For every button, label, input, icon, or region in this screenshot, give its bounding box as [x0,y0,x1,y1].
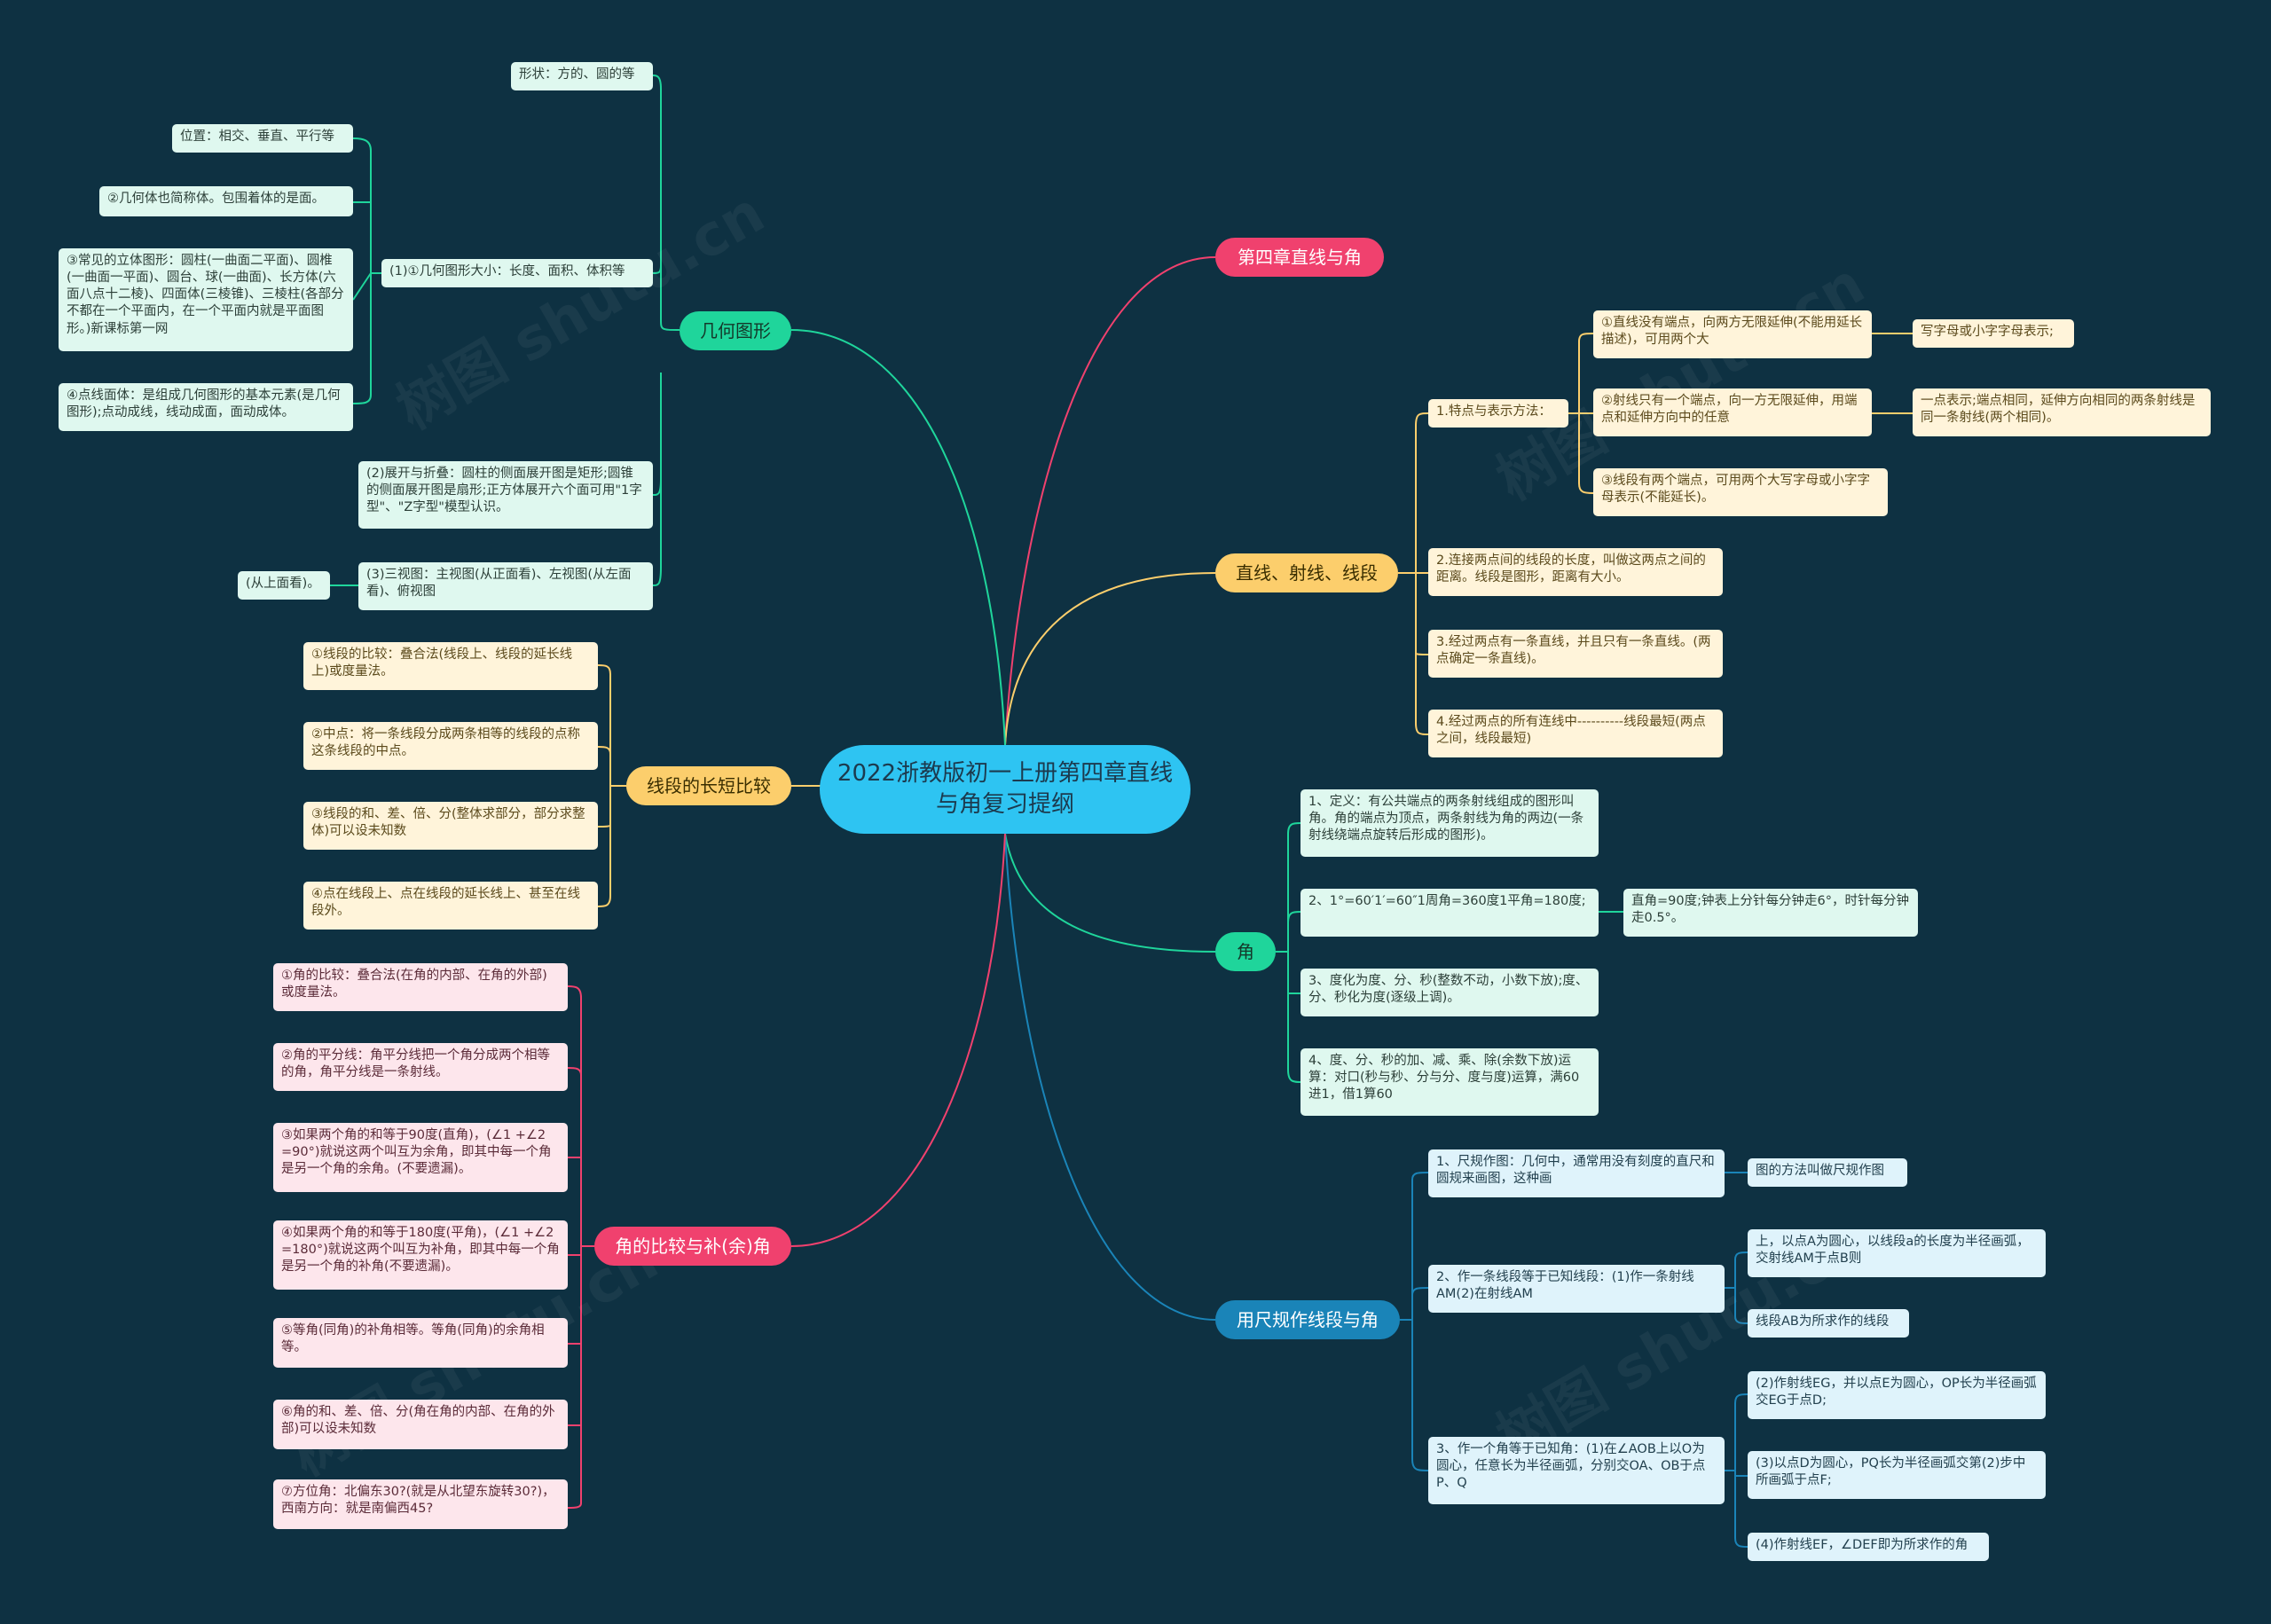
angle-definition[interactable]: 1、定义：有公共端点的两条射线组成的图形叫角。角的端点为顶点，两条射线为角的两边… [1301,789,1599,857]
ruler-seg-step2[interactable]: 线段AB为所求作的线段 [1748,1309,1909,1338]
edge-angle-children [1276,822,1301,1083]
anglecmp-complement[interactable]: ③如果两个角的和等于90度(直角)，(∠1 +∠2 =90°)就说这两个叫互为余… [273,1123,568,1192]
lines-shortest[interactable]: 4.经过两点的所有连线中----------线段最短(两点之间，线段最短) [1428,710,1723,757]
edge-geometry-children [652,75,680,586]
anglecmp-compare[interactable]: ①角的比较：叠合法(在角的内部、在角的外部)或度量法。 [273,963,568,1011]
lines-segment[interactable]: ③线段有两个端点，可用两个大写字母或小字字母表示(不能延长)。 [1593,468,1888,516]
anglecmp-bisector[interactable]: ②角的平分线：角平分线把一个角分成两个相等的角，角平分线是一条射线。 [273,1043,568,1091]
edge-features-children [1568,333,1594,494]
ruler-ang-step4[interactable]: (4)作射线EF，∠DEF即为所求作的角 [1748,1533,1989,1561]
edge-copyang-steps [1725,1393,1748,1548]
anglecmp-equal[interactable]: ⑤等角(同角)的补角相等。等角(同角)的余角相等。 [273,1318,568,1368]
edge-copyseg-steps [1725,1251,1748,1324]
lines-two-points[interactable]: 3.经过两点有一条直线，并且只有一条直线。(两点确定一条直线)。 [1428,630,1723,678]
edge-ruler-children [1400,1172,1429,1471]
geometry-point-line[interactable]: ④点线面体：是组成几何图形的基本元素(是几何图形);点动成线，线动成面，面动成体… [59,383,353,431]
lines-line[interactable]: ①直线没有端点，向两方无限延伸(不能用延长描述)，可用两个大 [1593,310,1872,358]
geometry-unfold[interactable]: (2)展开与折叠：圆柱的侧面展开图是矩形;圆锥的侧面展开图是扇形;正方体展开六个… [358,461,653,529]
edge-center-ruler [1004,833,1216,1321]
segment-midpoint[interactable]: ②中点：将一条线段分成两条相等的线段的点称这条线段的中点。 [303,722,598,770]
anglecmp-bearing[interactable]: ⑦方位角：北偏东30?(就是从北望东旋转30?)，西南方向：就是南偏西45? [273,1479,568,1529]
edge-lines-children [1398,412,1429,735]
anglecmp-operations[interactable]: ⑥角的和、差、倍、分(角在角的内部、在角的外部)可以设未知数 [273,1400,568,1449]
ruler-seg-step1[interactable]: 上，以点A为圆心，以线段a的长度为半径画弧，交射线AM于点B则 [1748,1229,2046,1277]
lines-ray[interactable]: ②射线只有一个端点，向一方无限延伸，用端点和延伸方向中的任意 [1593,388,1872,436]
lines-features[interactable]: 1.特点与表示方法： [1428,399,1568,428]
segment-compare-method[interactable]: ①线段的比较：叠合法(线段上、线段的延长线上)或度量法。 [303,642,598,690]
branch-angle-compare[interactable]: 角的比较与补(余)角 [594,1227,791,1266]
ruler-drawing[interactable]: 1、尺规作图：几何中，通常用没有刻度的直尺和圆规来画图，这种画 [1428,1149,1725,1197]
geometry-top-view[interactable]: (从上面看)。 [238,571,330,600]
ruler-ang-step2[interactable]: (2)作射线EG，并以点E为圆心，OP长为半径画弧交EG于点D; [1748,1371,2046,1419]
edge-center-anglecmp [790,833,1006,1247]
edge-anglecmp-children [567,985,594,1509]
branch-lines[interactable]: 直线、射线、线段 [1215,553,1398,592]
edge-center-geometry [790,329,1006,746]
angle-arithmetic[interactable]: 4、度、分、秒的加、减、乘、除(余数下放)运算：对口(秒与秒、分与分、度与度)运… [1301,1048,1599,1116]
branch-ruler[interactable]: 用尺规作线段与角 [1215,1300,1400,1339]
branch-chapter[interactable]: 第四章直线与角 [1215,238,1384,277]
anglecmp-supplement[interactable]: ④如果两个角的和等于180度(平角)，(∠1 +∠2 =180°)就说这两个叫互… [273,1220,568,1290]
ruler-copy-segment[interactable]: 2、作一条线段等于已知线段：(1)作一条射线AM(2)在射线AM [1428,1265,1725,1313]
geometry-views[interactable]: (3)三视图：主视图(从正面看)、左视图(从左面看)、俯视图 [358,562,653,610]
angle-clock[interactable]: 直角=90度;钟表上分针每分钟走6°，时针每分钟走0.5°。 [1623,889,1918,937]
edge-center-chapter [1004,256,1216,746]
lines-ray-note[interactable]: 一点表示;端点相同，延伸方向相同的两条射线是同一条射线(两个相同)。 [1913,388,2211,436]
angle-conversion[interactable]: 3、度化为度、分、秒(整数不动，小数下放);度、分、秒化为度(逐级上调)。 [1301,969,1599,1016]
segment-operations[interactable]: ③线段的和、差、倍、分(整体求部分，部分求整体)可以设未知数 [303,802,598,850]
ruler-copy-angle[interactable]: 3、作一个角等于已知角：(1)在∠AOB上以O为圆心，任意长为半径画弧，分别交O… [1428,1437,1725,1504]
geometry-position[interactable]: 位置：相交、垂直、平行等 [172,124,353,153]
branch-segment-compare[interactable]: 线段的长短比较 [626,766,791,805]
geometry-size[interactable]: (1)①几何图形大小：长度、面积、体积等 [381,259,653,287]
lines-distance[interactable]: 2.连接两点间的线段的长度，叫做这两点之间的距离。线段是图形，距离有大小。 [1428,548,1723,596]
geometry-common-solids[interactable]: ③常见的立体图形：圆柱(一曲面二平面)、圆椎(一曲面一平面)、圆台、球(一曲面)… [59,248,353,351]
edge-size-children [352,137,381,404]
edge-center-angle [1004,833,1216,953]
geometry-solid-surface[interactable]: ②几何体也简称体。包围着体的是面。 [99,186,353,216]
edge-center-lines [1004,572,1216,746]
lines-line-note[interactable]: 写字母或小字字母表示; [1913,319,2074,348]
segment-point-position[interactable]: ④点在线段上、点在线段的延长线上、甚至在线段外。 [303,882,598,930]
angle-units[interactable]: 2、1°=60′1′=60″1周角=360度1平角=180度; [1301,889,1599,937]
ruler-drawing-note[interactable]: 图的方法叫做尺规作图 [1748,1158,1907,1187]
edge-segment-children [597,664,626,907]
ruler-ang-step3[interactable]: (3)以点D为圆心，PQ长为半径画弧交第(2)步中所画弧于点F; [1748,1451,2046,1499]
branch-geometry[interactable]: 几何图形 [680,311,791,350]
branch-angle[interactable]: 角 [1215,932,1276,971]
geometry-shape[interactable]: 形状：方的、圆的等 [511,62,653,90]
center-topic[interactable]: 2022浙教版初一上册第四章直线与角复习提纲 [820,745,1191,834]
